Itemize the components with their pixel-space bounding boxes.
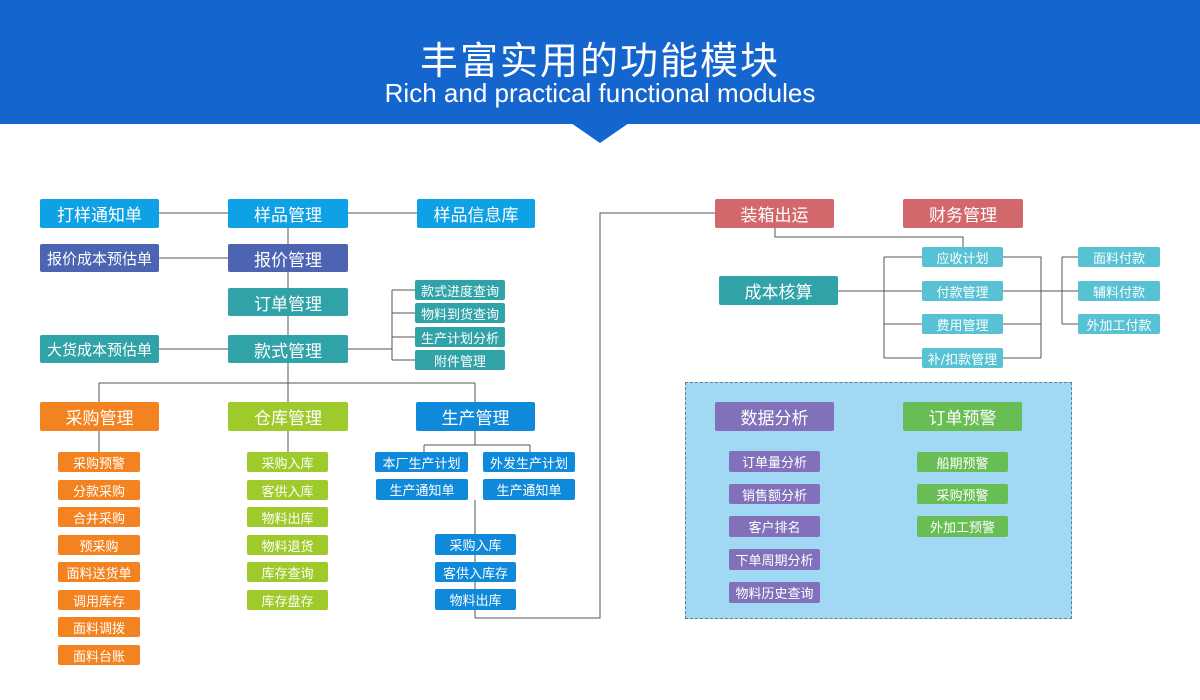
merged-purchase-node: 合并采购 [58, 507, 140, 527]
material-history-query-node: 物料历史查询 [729, 582, 820, 603]
order-management-node: 订单管理 [228, 288, 348, 316]
order-cycle-analysis-node: 下单周期分析 [729, 549, 820, 570]
quote-management-node: 报价管理 [228, 244, 348, 272]
inventory-count-node: 库存盘存 [247, 590, 328, 610]
production-notice-node-2: 生产通知单 [483, 479, 575, 500]
fabric-ledger-node: 面料台账 [58, 645, 140, 665]
order-volume-analysis-node: 订单量分析 [729, 451, 820, 472]
outsourcing-alert-node: 外加工预警 [917, 516, 1008, 537]
deduction-management-node: 补/扣款管理 [922, 348, 1003, 368]
packing-shipping-node: 装箱出运 [715, 199, 834, 228]
in-house-production-plan-node: 本厂生产计划 [375, 452, 468, 472]
production-purchase-in-node: 采购入库 [435, 534, 516, 555]
expense-management-node: 费用管理 [922, 314, 1003, 334]
warehouse-management-node: 仓库管理 [228, 402, 348, 431]
outsourcing-payment-node: 外加工付款 [1078, 314, 1160, 334]
material-arrival-query-node: 物料到货查询 [415, 303, 505, 323]
bulk-estimate-node: 大货成本预估单 [40, 335, 159, 363]
purchase-alert-node: 采购预警 [58, 452, 140, 472]
quote-estimate-node: 报价成本预估单 [40, 244, 159, 272]
customer-supplied-in-node: 客供入库 [247, 480, 328, 500]
proof-notice-node: 打样通知单 [40, 199, 159, 228]
customer-supplied-stock-node: 客供入库存 [435, 562, 516, 582]
accessory-payment-node: 辅料付款 [1078, 281, 1160, 301]
inventory-query-node: 库存查询 [247, 562, 328, 582]
data-analysis-node: 数据分析 [715, 402, 834, 431]
cost-accounting-node: 成本核算 [719, 276, 838, 305]
header-notch [571, 123, 629, 143]
fabric-delivery-note-node: 面料送货单 [58, 562, 140, 582]
material-out-node: 物料出库 [247, 507, 328, 527]
fabric-payment-node: 面料付款 [1078, 247, 1160, 267]
receivable-plan-node: 应收计划 [922, 247, 1003, 267]
production-plan-analysis-node: 生产计划分析 [415, 327, 505, 347]
production-management-node: 生产管理 [416, 402, 535, 431]
customer-ranking-node: 客户排名 [729, 516, 820, 537]
style-progress-query-node: 款式进度查询 [415, 280, 505, 300]
outsourced-production-plan-node: 外发生产计划 [483, 452, 575, 472]
finance-management-node: 财务管理 [903, 199, 1023, 228]
use-inventory-node: 调用库存 [58, 590, 140, 610]
shipment-alert-node: 船期预警 [917, 452, 1008, 472]
style-management-node: 款式管理 [228, 335, 348, 363]
page-subtitle: Rich and practical functional modules [384, 78, 816, 108]
sample-library-node: 样品信息库 [417, 199, 535, 228]
page-title: 丰富实用的功能模块 [419, 39, 780, 83]
sales-analysis-node: 销售额分析 [729, 484, 820, 504]
header-banner [0, 0, 1200, 124]
attachment-management-node: 附件管理 [415, 350, 505, 370]
purchase-management-node: 采购管理 [40, 402, 159, 431]
order-alert-node: 订单预警 [903, 402, 1022, 431]
sample-management-node: 样品管理 [228, 199, 348, 228]
material-return-node: 物料退货 [247, 535, 328, 555]
split-purchase-node: 分款采购 [58, 480, 140, 500]
payment-management-node: 付款管理 [922, 281, 1003, 301]
fabric-transfer-node: 面料调拨 [58, 617, 140, 637]
warehouse-purchase-in-node: 采购入库 [247, 452, 328, 472]
production-material-out-node: 物料出库 [435, 589, 516, 610]
procurement-alert-node: 采购预警 [917, 484, 1008, 504]
production-notice-node: 生产通知单 [376, 479, 468, 500]
pre-purchase-node: 预采购 [58, 535, 140, 555]
